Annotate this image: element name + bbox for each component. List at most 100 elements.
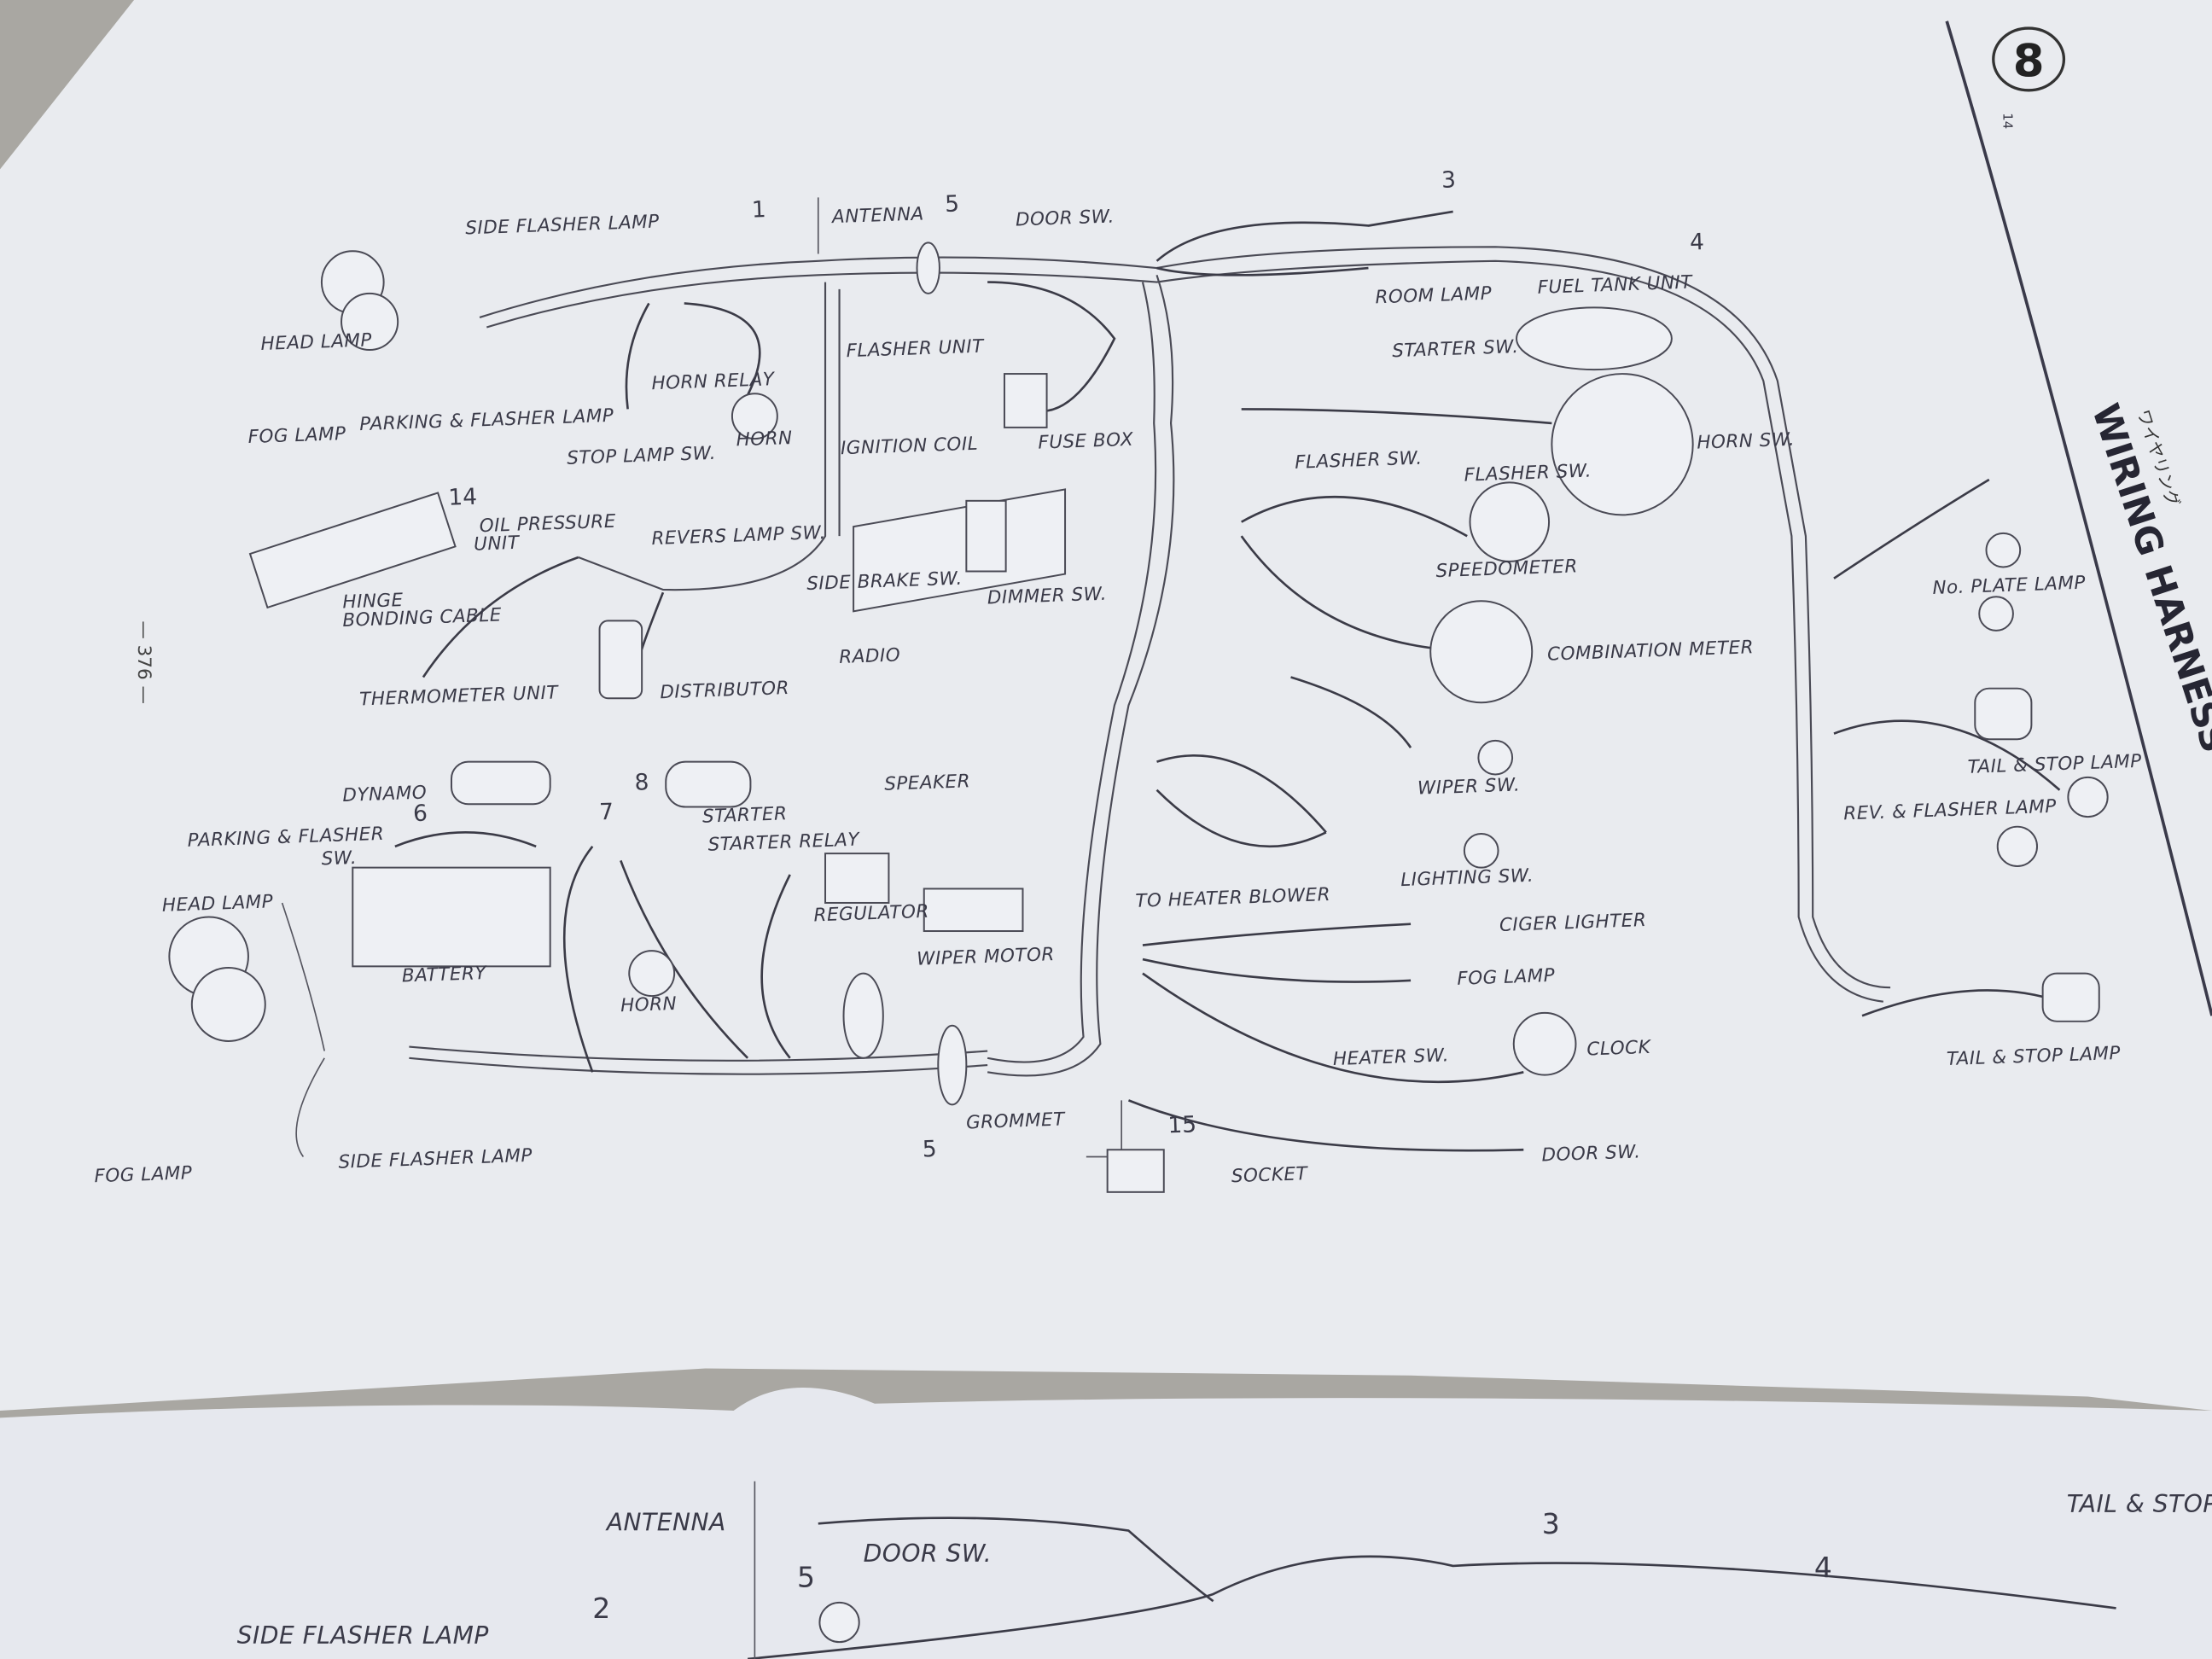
callout-number: 3 [1441, 166, 1457, 194]
component-label: WIPER SW. [1417, 774, 1521, 799]
wiper-switch-knob-icon [1477, 739, 1514, 776]
component-label: FOG LAMP [94, 1162, 193, 1187]
fuel-tank-unit-icon [1516, 306, 1673, 371]
lower-paper-sheet [0, 1388, 2212, 1659]
speedometer-icon [1469, 481, 1551, 562]
component-label: HORN SW. [1697, 429, 1796, 454]
component-label: IGNITION COIL [841, 434, 979, 460]
component-label: SOCKET [1231, 1163, 1308, 1187]
grommet-icon [818, 1601, 860, 1644]
head-lamp-icon [341, 292, 399, 351]
component-label: STARTER RELAY [707, 830, 861, 856]
component-label: SIDE FLASHER LAMP [237, 1621, 489, 1650]
callout-number: 2 [592, 1592, 610, 1625]
callout-number: 15 [1167, 1111, 1197, 1138]
lighting-switch-knob-icon [1463, 832, 1499, 869]
callout-number: 3 [1542, 1507, 1560, 1540]
clock-icon [1512, 1011, 1577, 1076]
component-label: HEAD LAMP [260, 329, 372, 355]
component-label: FLASHER SW. [1295, 448, 1423, 474]
component-label: HORN [736, 428, 793, 451]
component-label: FOG LAMP [1457, 965, 1556, 990]
component-label: UNIT [474, 533, 521, 556]
component-label: ANTENNA [605, 1509, 726, 1537]
component-label: STOP LAMP SW. [567, 443, 717, 469]
component-label: ROOM LAMP [1375, 283, 1492, 309]
rev-flasher-lamp-icon [1996, 825, 2039, 867]
component-label: STARTER [702, 803, 788, 827]
component-label: GROMMET [966, 1109, 1067, 1133]
lower-harness [747, 1481, 2116, 1659]
page-fold-line [1945, 20, 2212, 1016]
component-label: HEAD LAMP [161, 891, 273, 917]
socket-icon [1106, 1149, 1165, 1193]
component-label: HORN RELAY [651, 369, 776, 394]
hinge-bonding-plate-icon [248, 492, 457, 609]
component-label: DOOR SW. [864, 1540, 992, 1568]
component-label: WIPER MOTOR [917, 944, 1055, 970]
components [168, 242, 2109, 1193]
head-lamp-icon [190, 967, 266, 1042]
horn-switch-icon [1551, 373, 1694, 516]
callout-number: 4 [1814, 1551, 1832, 1584]
dimmer-switch-icon [965, 499, 1007, 573]
page-number: — 376 — [133, 620, 154, 704]
component-label: DYNAMO [342, 783, 428, 806]
callout-number: 6 [413, 800, 428, 828]
tail-stop-lamp-icon [2041, 972, 2100, 1022]
wiper-motor-icon [923, 888, 1024, 933]
callout-number: 5 [922, 1136, 937, 1163]
harness-trunk [281, 197, 2061, 1158]
callout-number: 14 [448, 484, 478, 511]
starter-icon [665, 760, 752, 808]
component-label: CIGER LIGHTER [1499, 910, 1647, 936]
callout-number: 7 [599, 799, 614, 826]
component-label: ANTENNA [830, 203, 925, 228]
tail-stop-lamp-icon [1974, 687, 2033, 741]
component-label: DISTRIBUTOR [660, 678, 789, 703]
section-badge: 8 14 [1992, 26, 2066, 129]
callout-number: 5 [945, 190, 960, 218]
component-label: BATTERY [401, 963, 487, 987]
fuse-box-icon [1003, 373, 1048, 428]
component-label: FLASHER SW. [1464, 460, 1592, 486]
component-label: DOOR SW. [1016, 206, 1115, 230]
component-label: FOG LAMP [247, 423, 346, 448]
component-label: HORN [620, 993, 678, 1016]
component-label: DIMMER SW. [987, 584, 1107, 609]
grommet-icon [916, 242, 940, 294]
battery-icon [352, 866, 551, 968]
component-label: CLOCK [1586, 1037, 1652, 1061]
wiper-motor-body-icon [842, 972, 884, 1059]
section-number: 8 [2013, 35, 2045, 87]
horn-icon [731, 393, 778, 440]
callout-number: 5 [797, 1561, 815, 1594]
component-label: FUSE BOX [1038, 429, 1134, 454]
number-plate-lamp-icon [1985, 532, 2022, 568]
component-label: SPEAKER [884, 771, 971, 795]
combination-meter-icon [1429, 600, 1534, 704]
radio-icon [853, 488, 1067, 613]
component-label: HINGE [342, 590, 404, 613]
dynamo-icon [450, 760, 551, 806]
horn-icon [628, 950, 676, 998]
callout-number: 1 [751, 196, 766, 224]
component-label: OIL PRESSURE [479, 511, 616, 538]
section-sub: 14 [2000, 113, 2015, 129]
component-label: STARTER SW. [1392, 336, 1519, 362]
distributor-icon [598, 620, 643, 700]
number-plate-lamp-icon [1978, 596, 2014, 632]
component-label: HEATER SW. [1332, 1045, 1449, 1070]
component-label: LIGHTING SW. [1400, 865, 1534, 891]
component-label: DOOR SW. [1541, 1141, 1641, 1166]
callout-number: 8 [634, 769, 649, 796]
component-label: REGULATOR [813, 901, 929, 927]
rev-flasher-lamp-icon [2067, 776, 2109, 818]
grommet-icon [937, 1024, 968, 1106]
callout-number: 4 [1690, 229, 1705, 256]
regulator-icon [824, 853, 890, 904]
component-label: RADIO [839, 644, 901, 667]
component-label: SW. [321, 847, 357, 870]
